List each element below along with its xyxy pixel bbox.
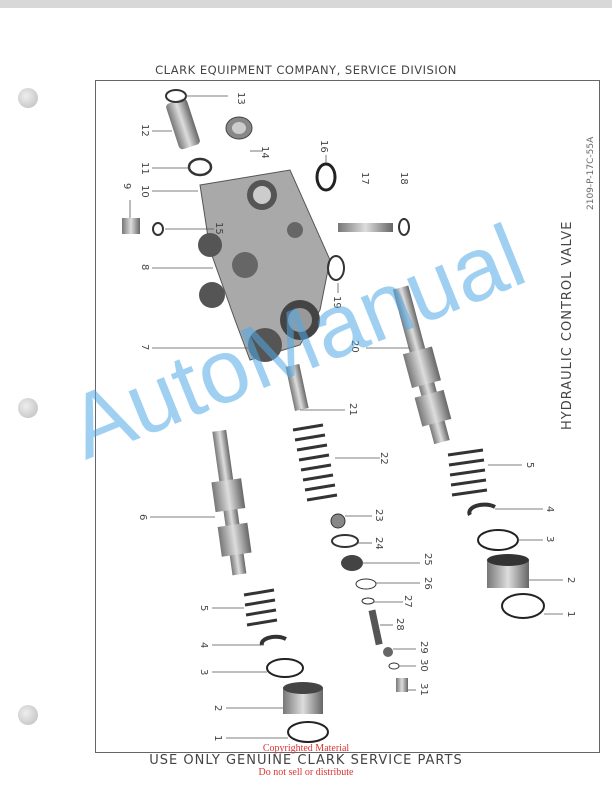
o-ring: [355, 578, 377, 590]
callout: 26: [422, 577, 433, 590]
diagram-frame: [95, 80, 600, 753]
callout: 30: [418, 659, 429, 672]
callout: 17: [359, 172, 370, 185]
copyright-notice: Copyrighted Material: [262, 743, 350, 754]
poppet: [285, 364, 309, 411]
callout: 2: [565, 577, 576, 583]
o-ring: [187, 157, 213, 177]
o-ring: [477, 529, 519, 551]
callout: 10: [139, 185, 150, 198]
stud: [338, 223, 393, 232]
callout: 7: [139, 344, 150, 350]
o-ring: [152, 222, 164, 236]
callout: 22: [378, 452, 389, 465]
pin: [368, 609, 383, 646]
callout: 11: [139, 162, 150, 175]
o-ring: [398, 218, 410, 236]
retainer: [467, 502, 496, 517]
callout: 3: [198, 669, 209, 675]
spring: [447, 448, 488, 497]
valve-body: [198, 169, 331, 362]
plug: [396, 678, 408, 692]
callout: 4: [198, 642, 209, 648]
callout: 29: [418, 641, 429, 654]
diagram-title: HYDRAULIC CONTROL VALVE: [560, 220, 575, 430]
callout: 4: [544, 506, 555, 512]
ball: [383, 647, 393, 657]
callout: 14: [259, 146, 270, 159]
callout: 3: [544, 536, 555, 542]
o-ring: [266, 658, 304, 678]
o-ring: [287, 721, 329, 743]
spring: [292, 423, 338, 502]
callout: 19: [331, 296, 342, 309]
binder-hole: [18, 398, 38, 418]
retaining-ring: [165, 89, 187, 103]
left-spool: [211, 429, 252, 576]
ball-seat: [330, 513, 346, 529]
callout: 9: [121, 183, 132, 189]
callout: 2: [212, 705, 223, 711]
binder-hole: [18, 705, 38, 725]
callout: 5: [524, 462, 535, 468]
callout: 28: [394, 618, 405, 631]
right-spool: [392, 285, 452, 445]
frame-divider: [95, 80, 599, 81]
o-ring: [361, 597, 375, 605]
callout: 12: [139, 124, 150, 137]
callout: 13: [235, 92, 246, 105]
o-ring: [315, 162, 337, 192]
callout: 16: [318, 140, 329, 153]
callout: 21: [347, 403, 358, 416]
callout: 25: [422, 553, 433, 566]
o-ring: [331, 534, 359, 548]
fitting: [122, 218, 140, 234]
callout: 24: [373, 537, 384, 550]
spring: [243, 588, 278, 627]
o-ring: [327, 255, 345, 281]
washer: [388, 662, 400, 670]
callout: 31: [418, 683, 429, 696]
o-ring: [501, 593, 545, 619]
page-footer: USE ONLY GENUINE CLARK SERVICE PARTS: [149, 753, 463, 768]
callout-labels: 13 14 12 11 10 9 15 16 17 18 8 19 7 20 2…: [121, 92, 576, 741]
callout: 8: [139, 264, 150, 270]
drawing-code: 2109-P-17C-55A: [586, 136, 596, 210]
callout: 1: [212, 735, 223, 741]
copyright-notice: Do not sell or distribute: [258, 767, 354, 778]
retainer: [259, 634, 287, 646]
callout: 23: [373, 509, 384, 522]
scan-edge: [0, 0, 612, 8]
callout: 15: [213, 222, 224, 235]
callout: 18: [398, 172, 409, 185]
callout: 6: [137, 514, 148, 520]
callout: 20: [349, 340, 360, 353]
callout: 27: [402, 595, 413, 608]
plug: [166, 98, 200, 150]
binder-hole: [18, 88, 38, 108]
leader-lines: [129, 95, 563, 739]
callout: 5: [198, 605, 209, 611]
plug: [341, 555, 363, 571]
callout: 1: [565, 611, 576, 617]
page-header: CLARK EQUIPMENT COMPANY, SERVICE DIVISIO…: [155, 63, 457, 77]
